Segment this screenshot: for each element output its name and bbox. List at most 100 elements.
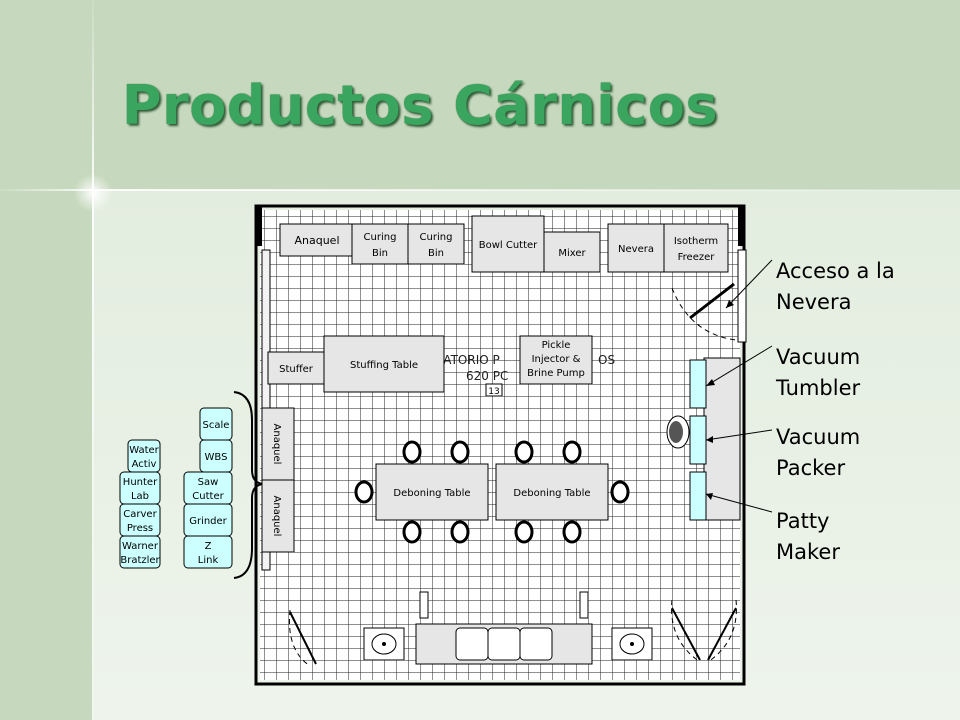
svg-text:Pickle: Pickle [542,340,571,351]
svg-text:Stuffing Table: Stuffing Table [350,360,418,371]
svg-text:OS: OS [598,353,615,367]
svg-text:Z: Z [205,541,212,552]
svg-text:Injector &: Injector & [532,354,581,365]
callout-vacuum-tumbler: Vacuum Tumbler [776,342,860,404]
vacuum-tumbler [689,359,707,409]
bowl-cutter: Bowl Cutter [471,215,545,273]
svg-text:Hunter: Hunter [123,477,158,488]
sink-left [363,627,405,661]
left-band [0,190,92,720]
svg-text:Bin: Bin [428,248,444,259]
door-left [289,611,317,665]
decor-horizontal-line [0,189,960,191]
svg-text:WBS: WBS [205,452,228,463]
callout-line-packer [705,429,773,441]
callout-acceso-nevera: Acceso a la Nevera [776,256,895,318]
tumbler-drum-inner [669,421,683,443]
nevera-door [689,282,735,320]
stuffer: Stuffer [267,351,325,385]
scale-box: Scale [199,407,233,441]
stool [402,520,422,544]
svg-text:Deboning Table: Deboning Table [393,488,470,499]
patty-maker [689,471,707,521]
svg-text:Freezer: Freezer [678,252,716,263]
svg-text:Mixer: Mixer [558,248,586,259]
grouping-brace [233,391,263,579]
grinder-box: Grinder [183,503,233,537]
wall-column-right [738,206,744,246]
stool [514,520,534,544]
svg-text:Deboning Table: Deboning Table [513,488,590,499]
door-right-swing-2 [707,599,737,663]
svg-text:Anaquel: Anaquel [271,496,282,537]
stool [514,440,534,464]
svg-text:Warner: Warner [122,541,159,552]
svg-text:Bowl Cutter: Bowl Cutter [479,240,538,251]
nevera-door-swing [671,287,737,341]
svg-text:Activ: Activ [132,459,157,470]
arrowhead [706,436,713,443]
deboning-table-2: Deboning Table [495,463,609,521]
stools [354,440,630,544]
stool [450,520,470,544]
svg-text:Brine Pump: Brine Pump [527,368,585,379]
sink-right [611,627,653,661]
bottom-column-left [419,591,429,619]
carver-press-box: Carver Press [119,503,161,537]
svg-text:Isotherm: Isotherm [674,236,718,247]
pickle-injector: Pickle Injector & Brine Pump [519,335,593,385]
svg-text:Cutter: Cutter [192,491,224,502]
stool [610,480,630,504]
svg-text:Bin: Bin [372,248,388,259]
callout-text: Patty [776,509,830,533]
callout-line-acceso [725,259,773,309]
anaquel-side-2: Anaquel [261,479,295,553]
arrowhead [706,493,713,500]
room-walls [254,204,746,686]
stool [562,520,582,544]
callout-line-patty [705,493,773,513]
callout-text: Packer [776,456,846,480]
svg-text:Lab: Lab [131,491,149,502]
svg-text:Link: Link [198,555,219,566]
svg-text:Curing: Curing [364,232,397,243]
svg-text:Anaquel: Anaquel [294,234,339,247]
saw-cutter-box: Saw Cutter [183,471,233,505]
warner-bratzler-box: Warner Bratzler [119,535,161,569]
curing-bin-2: Curing Bin [407,223,465,265]
hunter-lab-box: Hunter Lab [119,471,161,505]
callout-patty-maker: Patty Maker [776,506,840,568]
svg-text:Nevera: Nevera [618,244,654,255]
door-left-swing [288,609,311,667]
slide-title: Productos Cárnicos [122,74,719,137]
decor-vertical-line [92,0,94,720]
triple-sink [455,627,553,661]
anaquel-top: Anaquel [279,223,355,257]
callout-text: Acceso a la [776,259,895,283]
svg-text:Press: Press [127,523,153,534]
header-band [0,0,960,190]
svg-text:620 PC: 620 PC [466,369,508,383]
svg-text:Stuffer: Stuffer [279,364,314,375]
svg-text:Curing: Curing [420,232,453,243]
curing-bin-1: Curing Bin [351,223,409,265]
wall-column-left [256,206,262,246]
svg-text:Anaquel: Anaquel [271,424,282,465]
stool [450,440,470,464]
door-frame [737,249,747,343]
isotherm-freezer: Isotherm Freezer [663,223,729,273]
door-right-2 [707,607,737,661]
svg-text:Water: Water [129,445,159,456]
stool [354,480,374,504]
z-link-box: Z Link [183,535,233,569]
wbs-box: WBS [199,439,233,473]
anaquel-side-1: Anaquel [261,407,295,481]
water-activ-box: Water Activ [127,439,161,473]
door-right [671,607,701,661]
callout-text: Vacuum [776,345,861,369]
vacuum-packer [689,415,707,465]
stool [402,440,422,464]
svg-text:Bratzler: Bratzler [120,555,160,566]
stuffing-table: Stuffing Table [323,335,445,393]
